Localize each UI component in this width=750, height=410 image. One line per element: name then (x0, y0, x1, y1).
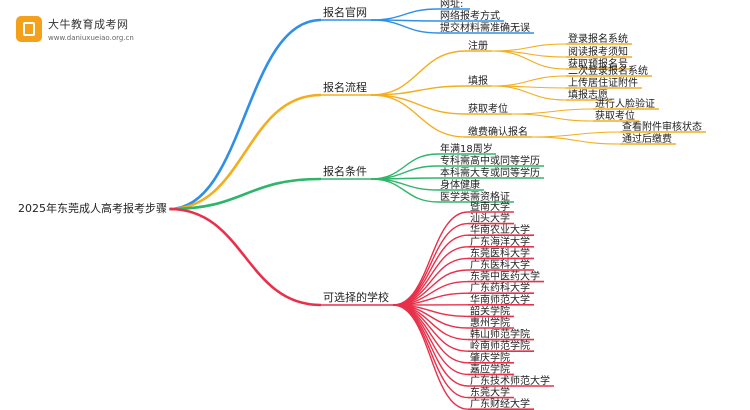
item-connector (370, 94, 467, 115)
node-1-2[interactable]: 获取考位 (468, 102, 508, 115)
branch-connector (169, 207, 322, 307)
node-0-1[interactable]: 网络报考方式 (440, 9, 500, 22)
node-3-9[interactable]: 韶关学院 (470, 304, 510, 317)
item-connector (370, 178, 439, 203)
node-1-3[interactable]: 缴费确认报名 (468, 125, 528, 138)
root-node[interactable]: 2025年东莞成人高考报考步骤 (18, 201, 167, 215)
node-3-10[interactable]: 惠州学院 (470, 316, 510, 329)
leaf-1-1-1[interactable]: 上传居住证附件 (568, 76, 638, 89)
node-3-13[interactable]: 肇庆学院 (470, 351, 510, 364)
item-connector (370, 50, 467, 96)
branch-connector (169, 18, 322, 211)
node-3-17[interactable]: 广东财经大学 (470, 397, 530, 410)
leaf-1-2-0[interactable]: 进行人脸验证 (595, 97, 655, 110)
item-connector (370, 178, 439, 191)
node-0-0[interactable]: 网址: (440, 0, 463, 10)
item-connector (392, 246, 469, 306)
child-connector (511, 113, 594, 122)
child-connector (491, 75, 567, 87)
node-3-3[interactable]: 广东海洋大学 (470, 235, 530, 248)
node-3-1[interactable]: 汕头大学 (470, 212, 510, 225)
item-connector (370, 8, 439, 21)
item-connector (392, 304, 469, 410)
branch-connector (169, 177, 322, 211)
node-3-16[interactable]: 东莞大学 (470, 386, 510, 399)
node-3-2[interactable]: 华南农业大学 (470, 223, 530, 236)
branch-1[interactable]: 报名流程 (323, 80, 367, 94)
node-2-2[interactable]: 本科需大专或同等学历 (440, 166, 540, 179)
item-connector (370, 85, 467, 96)
site-logo[interactable]: 大牛教育成考网 www.daniuxueiao.org.cn (16, 14, 136, 48)
leaf-1-1-0[interactable]: 二次登录报名系统 (568, 64, 648, 77)
node-3-0[interactable]: 暨南大学 (470, 200, 510, 213)
book-icon (16, 16, 42, 42)
child-connector (491, 50, 567, 70)
node-3-5[interactable]: 广东医科大学 (470, 258, 530, 271)
leaf-1-0-2[interactable]: 获取预报名号 (568, 57, 628, 70)
child-connector (491, 85, 567, 101)
item-connector (370, 19, 439, 34)
node-3-11[interactable]: 韩山师范学院 (470, 328, 530, 341)
node-3-6[interactable]: 东莞中医药大学 (470, 270, 540, 283)
node-3-8[interactable]: 华南师范大学 (470, 293, 530, 306)
node-3-7[interactable]: 广东药科大学 (470, 281, 530, 294)
node-3-4[interactable]: 东莞医科大学 (470, 246, 530, 259)
child-connector (491, 43, 567, 52)
node-3-12[interactable]: 岭南师范学院 (470, 339, 530, 352)
node-3-14[interactable]: 嘉应学院 (470, 362, 510, 375)
leaf-1-0-0[interactable]: 登录报名系统 (568, 32, 628, 45)
node-2-0[interactable]: 年满18周岁 (440, 142, 493, 155)
leaf-1-2-1[interactable]: 获取考位 (595, 109, 635, 122)
node-2-4[interactable]: 医学类需资格证 (440, 190, 510, 203)
branch-3[interactable]: 可选择的学校 (323, 290, 389, 304)
item-connector (370, 94, 467, 138)
logo-url: www.daniuxueiao.org.cn (48, 34, 134, 42)
node-0-2[interactable]: 提交材料需准确无误 (440, 21, 530, 34)
node-3-15[interactable]: 广东技术师范大学 (470, 374, 550, 387)
branch-2[interactable]: 报名条件 (323, 164, 367, 178)
node-2-3[interactable]: 身体健康 (440, 178, 480, 191)
item-connector (370, 165, 439, 180)
node-2-1[interactable]: 专科需高中或同等学历 (440, 154, 540, 167)
leaf-1-3-0[interactable]: 查看附件审核状态 (622, 120, 702, 133)
item-connector (392, 304, 469, 364)
branch-connector (169, 93, 322, 211)
leaf-1-0-1[interactable]: 阅读报考须知 (568, 45, 628, 58)
logo-title: 大牛教育成考网 (48, 18, 129, 31)
child-connector (511, 108, 594, 115)
item-connector (392, 234, 469, 306)
child-connector (531, 131, 621, 138)
leaf-1-1-2[interactable]: 填报志愿 (568, 88, 608, 101)
child-connector (531, 136, 621, 145)
leaf-1-3-1[interactable]: 通过后缴费 (622, 132, 672, 145)
node-1-0[interactable]: 注册 (468, 39, 488, 52)
branch-0[interactable]: 报名官网 (323, 5, 367, 19)
node-1-1[interactable]: 填报 (468, 74, 488, 87)
